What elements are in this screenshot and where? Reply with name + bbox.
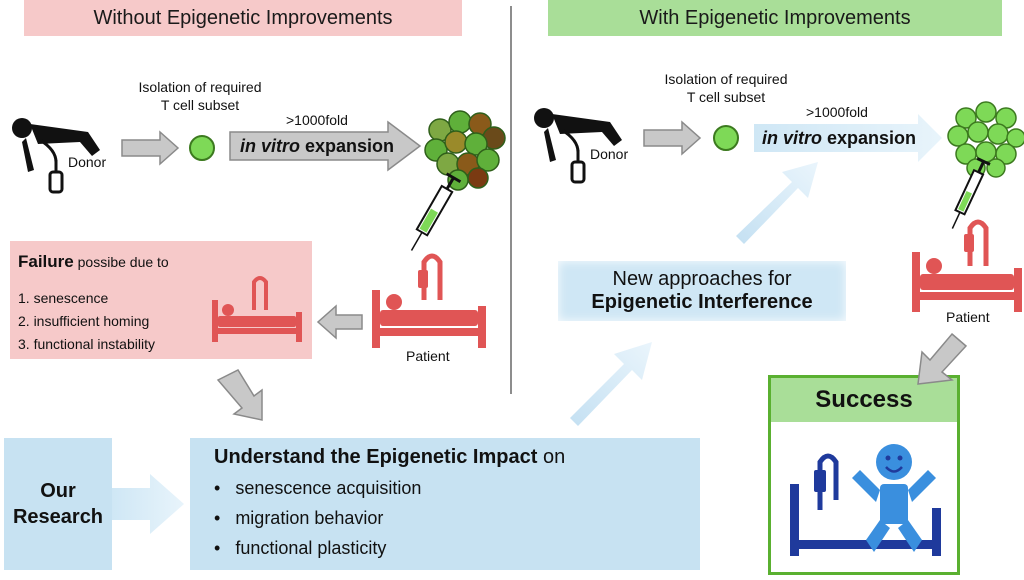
left-arrow-donor-cell [121,130,180,166]
right-expansion-italic: in vitro [762,128,823,148]
left-isolation-line2: T cell subset [160,97,240,113]
new-approaches-box: New approaches for Epigenetic Interferen… [558,261,846,321]
understand-title-bold: Understand the Epigenetic Impact [214,446,538,468]
left-expansion-arrow [229,120,422,172]
right-donor-icon [534,108,622,184]
left-isolation-line1: Isolation of required [138,79,262,95]
right-isolation-label: Isolation of required T cell subset [636,70,816,106]
understand-item-text: senescence acquisition [235,478,422,498]
left-expansion-label: in vitro expansion [240,136,394,157]
right-expansion-rest: expansion [822,128,917,148]
left-expansion-italic: in vitro [240,136,301,156]
left-arrow-patient-failure [316,304,363,340]
understand-item: • senescence acquisition [214,478,422,498]
right-fold-label: >1000fold [806,104,868,120]
right-header-text: With Epigenetic Improvements [639,6,911,29]
left-patient-label: Patient [406,348,450,364]
right-isolation-line2: T cell subset [686,89,766,105]
failure-title-bold: Failure [18,252,74,271]
left-single-cell [189,135,215,161]
new-approaches-line1: New approaches for [612,268,792,290]
failure-item: 1. senescence [18,290,109,306]
section-divider [510,6,512,394]
our-research-box [4,438,112,570]
failure-bed-icon [212,276,302,342]
understand-box [190,438,700,570]
new-approaches-line2: Epigenetic Interference [591,291,813,313]
right-syringe-icon [951,157,991,229]
arrow-our-understand [112,474,184,534]
success-bed-icon [790,453,941,556]
left-cell-cluster [424,110,506,191]
success-person-icon [852,444,936,552]
left-isolation-label: Isolation of required T cell subset [110,78,290,114]
failure-box [10,241,312,359]
left-patient-icon [372,253,486,348]
understand-title-rest: on [537,446,566,468]
failure-item: 3. functional instability [18,336,155,352]
right-header: With Epigenetic Improvements [548,0,1002,36]
right-arrow-donor-cell [643,120,702,156]
left-header-text: Without Epigenetic Improvements [93,6,393,29]
failure-title-rest: possibe due to [73,254,169,270]
our-research-label: Our Research [12,480,104,528]
understand-item: • functional plasticity [214,538,387,558]
failure-item: 2. insufficient homing [18,313,150,329]
arrow-patient-success [917,332,968,385]
failure-title: Failure possibe due to [18,252,169,272]
right-isolation-line1: Isolation of required [664,71,788,87]
understand-item: • migration behavior [214,508,384,528]
left-donor-icon [12,118,100,194]
right-expansion-arrow [754,114,942,162]
right-donor-label: Donor [590,146,629,162]
success-header: Success [771,378,957,422]
right-patient-icon [912,219,1022,312]
right-patient-label: Patient [946,309,990,325]
success-label: Success [815,386,913,413]
left-fold-label: >1000fold [286,112,348,128]
left-donor-label: Donor [68,154,107,170]
arrow-research-newapproach [570,342,652,426]
left-syringe-icon [410,172,462,251]
understand-title: Understand the Epigenetic Impact on [214,446,565,469]
arrow-failure-research [216,369,263,421]
left-expansion-rest: expansion [300,136,395,156]
arrow-newapproach-expansion [736,162,818,244]
understand-item-text: migration behavior [235,508,384,528]
understand-item-text: functional plasticity [235,538,387,558]
left-header: Without Epigenetic Improvements [24,0,462,36]
right-expansion-label: in vitro expansion [762,128,916,149]
right-cell-cluster [947,101,1024,178]
right-single-cell [713,125,739,151]
